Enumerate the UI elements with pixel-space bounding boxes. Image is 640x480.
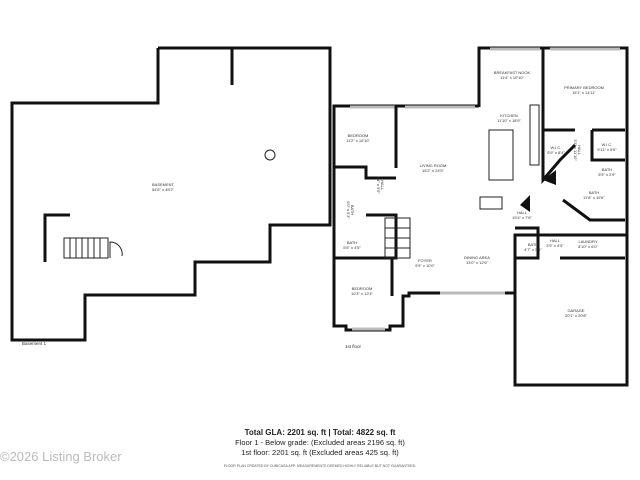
room-size: 9'4" x 9'9" xyxy=(376,176,381,194)
room-size: 3'3" x 11'10" xyxy=(573,139,578,161)
room-size: 8'10" x 6'0" xyxy=(578,244,598,249)
room-size: 3'9" x 4'5" xyxy=(546,243,564,248)
room-name: LIVING ROOM xyxy=(420,163,447,168)
floor1-area: Floor 1 - Below grade: (Excluded areas 2… xyxy=(235,438,405,447)
room-name: HALL xyxy=(577,145,582,156)
floor2-area: 1st floor: 2201 sq. ft (Excluded areas 4… xyxy=(241,448,399,457)
room-size: 5'5" x 4'5" xyxy=(343,245,361,250)
room-name: BATH xyxy=(602,167,612,172)
stairs xyxy=(384,217,411,259)
basement-stairs xyxy=(63,237,123,259)
room-name: BATH xyxy=(589,190,599,195)
room-name: DINING AREA xyxy=(464,255,490,260)
basement-walls xyxy=(10,46,332,342)
stair-wall xyxy=(43,213,70,262)
first-floor-plan: BEDROOM 11'2" x 10'10" LIVING ROOM 15'2"… xyxy=(332,46,629,387)
room-name: BATH xyxy=(350,205,355,215)
room-size: 9'11" x 5'5" xyxy=(597,147,617,152)
room-name: W.I.C. xyxy=(551,145,562,150)
room-name: BEDROOM xyxy=(352,286,373,291)
room-name: HALL xyxy=(380,180,385,191)
room-size: 10'3" x 12'4" xyxy=(351,291,374,296)
room-size: 11'4" x 10'10" xyxy=(500,75,524,80)
floor-label: 1st floor xyxy=(345,344,362,349)
room-name: BASEMENT xyxy=(152,182,175,187)
footer: Total GLA: 2201 sq. ft | Total: 4822 sq.… xyxy=(0,428,640,468)
room-size: 15'2" x 24'5" xyxy=(422,168,445,173)
room-name: W.I.C. xyxy=(602,142,613,147)
room-name: PRIMARY BEDROOM xyxy=(564,85,604,90)
room-size: 4'7" x 5'5" xyxy=(524,247,542,252)
kitchen-island xyxy=(488,129,514,181)
room-size: 11'8" x 10'6" xyxy=(583,195,605,200)
room-name: FOYER xyxy=(418,258,432,263)
room-size: 5'9" x 2'9" xyxy=(598,172,616,177)
first-floor-walls xyxy=(477,46,629,387)
room-name: BATH xyxy=(347,240,357,245)
total-area: Total GLA: 2201 sq. ft | Total: 4822 sq.… xyxy=(244,428,396,437)
room-name: KITCHEN xyxy=(500,113,518,118)
kitchen-counter xyxy=(529,104,540,166)
floor-label: Basement 1 xyxy=(22,341,47,346)
disclaimer: FLOOR PLAN CREATED BY CUBICASA APP. MEAS… xyxy=(223,464,417,468)
room-size: 15'1" x 14'11" xyxy=(572,90,596,95)
fireplace xyxy=(479,196,503,210)
room-size: 11'2" x 10'10" xyxy=(346,138,370,143)
room-size: 9'9" x 10'0" xyxy=(415,263,435,268)
room-name: BREAKFAST NOOK xyxy=(494,70,531,75)
room-size: 5'9" x 8'4" xyxy=(547,150,565,155)
room-name: HALL xyxy=(517,210,528,215)
room-name: LAUNDRY xyxy=(578,239,597,244)
room-size: 11'10" x 18'9" xyxy=(497,118,521,123)
room-name: BEDROOM xyxy=(348,133,369,138)
room-name: BATH xyxy=(528,242,538,247)
room-size: 15'4" x 7'6" xyxy=(512,215,532,220)
water-heater-icon xyxy=(264,149,276,161)
room-size: 20'1" x 20'8" xyxy=(565,313,588,318)
room-size: 13'0" x 12'6" xyxy=(466,260,489,265)
room-size: 54'6" x 45'2" xyxy=(152,187,175,192)
room-size: 5'0" x 9'3" xyxy=(346,201,351,219)
room-name: HALL xyxy=(550,238,561,243)
watermark: ©2026 Listing Broker xyxy=(0,449,122,464)
basement-plan: BASEMENT 54'6" x 45'2" Basement 1 xyxy=(10,46,332,346)
room-name: GARAGE xyxy=(567,308,584,313)
